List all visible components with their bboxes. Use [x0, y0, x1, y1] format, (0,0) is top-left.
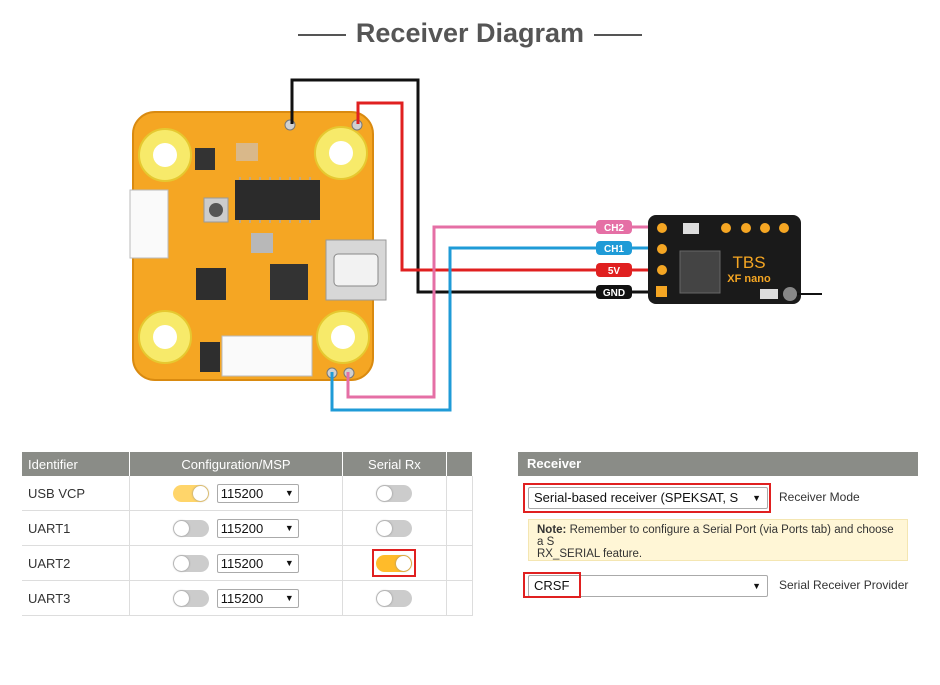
provider-highlight	[523, 572, 581, 598]
receiver-mode-label: Receiver Mode	[779, 490, 860, 504]
wire-ch1	[330, 246, 650, 412]
note-text: Remember to configure a Serial Port (via…	[537, 524, 894, 548]
header-identifier: Identifier	[22, 452, 130, 476]
provider-select[interactable]: CRSF ▼	[528, 575, 768, 597]
diagram-title: Receiver Diagram	[0, 18, 940, 49]
left-connector	[129, 189, 169, 259]
title-left-dash	[297, 33, 346, 36]
baud-value: 115200	[220, 485, 264, 501]
extra-cell	[446, 476, 474, 511]
serial-rx-toggle[interactable]	[376, 589, 413, 607]
serial-rx-toggle[interactable]	[376, 519, 413, 537]
serial-rx-cell	[342, 476, 447, 511]
serial-rx-cell	[342, 545, 447, 581]
msp-toggle[interactable]	[173, 589, 210, 607]
serial-rx-cell	[342, 580, 447, 616]
extra-cell	[446, 510, 474, 546]
note-text-2: RX_SERIAL feature.	[537, 548, 643, 560]
port-identifier: UART3	[22, 580, 130, 616]
serial-rx-toggle[interactable]	[376, 484, 413, 502]
baud-select[interactable]: 115200 ▼	[216, 553, 299, 573]
msp-cell: 115200 ▼	[129, 545, 343, 581]
chevron-down-icon: ▼	[752, 581, 761, 591]
wire-ch2	[346, 225, 650, 399]
ports-table: Identifier Configuration/MSP Serial Rx U…	[22, 452, 474, 616]
port-identifier: UART2	[22, 545, 130, 581]
receiver-header: Receiver	[518, 452, 918, 476]
note-bold: Note:	[537, 524, 567, 536]
mcu-chip	[235, 180, 320, 220]
wire-5v	[356, 101, 650, 272]
extra-cell	[446, 545, 474, 581]
port-identifier: USB VCP	[22, 476, 130, 511]
baud-value: 115200	[220, 520, 264, 536]
baud-select[interactable]: 115200 ▼	[216, 588, 299, 608]
msp-cell: 115200 ▼	[129, 510, 343, 546]
table-row: UART1 115200 ▼	[22, 510, 474, 546]
chevron-down-icon: ▼	[284, 592, 294, 603]
pin-label-gnd: GND	[603, 288, 625, 299]
header-extra	[446, 452, 474, 476]
mount-hole-tl	[138, 128, 192, 182]
wires	[290, 78, 650, 412]
msp-toggle[interactable]	[173, 484, 210, 502]
pin-label-ch2: CH2	[604, 223, 624, 234]
tbs-model-text: XF nano	[727, 273, 771, 285]
receiver-mode-highlight	[523, 483, 771, 513]
msp-cell: 115200 ▼	[129, 580, 343, 616]
header-serial-rx: Serial Rx	[342, 452, 447, 476]
tbs-brand-text: TBS	[732, 253, 765, 272]
pin-label-5v: 5V	[608, 266, 621, 277]
chevron-down-icon: ▼	[284, 522, 294, 533]
wiring-diagram: TBS XF nano CH2 CH1 5V GND	[129, 78, 822, 412]
provider-label: Serial Receiver Provider	[779, 578, 909, 592]
port-identifier: UART1	[22, 510, 130, 546]
mount-hole-bl	[138, 310, 192, 364]
pin-labels: CH2 CH1 5V GND	[596, 220, 632, 299]
pin-label-ch1: CH1	[604, 244, 624, 255]
bottom-connector	[221, 335, 313, 377]
receiver-mode-value: Serial-based receiver (SPEKSAT, S	[534, 490, 739, 505]
ports-header-row: Identifier Configuration/MSP Serial Rx	[22, 452, 474, 476]
receiver-mode-select[interactable]: Serial-based receiver (SPEKSAT, S ▼	[528, 487, 768, 509]
baud-value: 115200	[220, 555, 264, 571]
table-row: USB VCP 115200 ▼	[22, 476, 474, 511]
chevron-down-icon: ▼	[284, 557, 294, 568]
tbs-receiver-module: TBS XF nano	[648, 215, 822, 304]
baud-select[interactable]: 115200 ▼	[216, 483, 299, 503]
msp-toggle[interactable]	[173, 519, 210, 537]
msp-cell: 115200 ▼	[129, 476, 343, 511]
serial-rx-cell	[342, 510, 447, 546]
table-row: UART3 115200 ▼	[22, 580, 474, 616]
msp-toggle[interactable]	[173, 554, 210, 572]
extra-cell	[446, 580, 474, 616]
table-row: UART2 115200 ▼	[22, 545, 474, 581]
serial-rx-toggle[interactable]	[376, 554, 413, 572]
header-configuration-msp: Configuration/MSP	[129, 452, 343, 476]
serial-rx-highlight	[372, 549, 417, 577]
chevron-down-icon: ▼	[284, 487, 294, 498]
receiver-panel: Receiver Serial-based receiver (SPEKSAT,…	[518, 452, 918, 602]
gyro-chip	[270, 264, 308, 300]
baud-value: 115200	[220, 590, 264, 606]
provider-value: CRSF	[534, 578, 570, 593]
chevron-down-icon: ▼	[752, 493, 761, 503]
mount-hole-br	[316, 310, 370, 364]
title-text: Receiver Diagram	[355, 18, 585, 48]
baud-select[interactable]: 115200 ▼	[216, 518, 299, 538]
title-right-dash	[594, 33, 643, 36]
flight-controller-board	[129, 111, 387, 381]
wire-gnd	[290, 78, 650, 294]
receiver-note: Note: Remember to configure a Serial Por…	[528, 519, 908, 561]
mount-hole-tr	[314, 126, 368, 180]
